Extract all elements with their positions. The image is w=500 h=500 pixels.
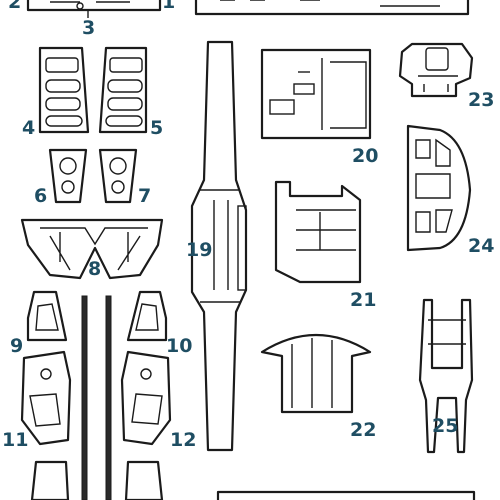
part-bottom-right-panel: [216, 490, 476, 500]
label-part-2: 2: [8, 0, 21, 13]
label-part-20: 20: [352, 145, 378, 167]
part-5-shape: [98, 46, 148, 134]
label-part-5: 5: [150, 117, 163, 139]
label-part-10: 10: [166, 335, 192, 357]
part-6-shape: [48, 148, 88, 204]
label-part-6: 6: [34, 185, 47, 207]
label-part-25: 25: [432, 415, 458, 437]
part-7-shape: [98, 148, 138, 204]
label-part-11: 11: [2, 429, 28, 451]
label-part-7: 7: [138, 185, 151, 207]
part-21-shape: [274, 180, 362, 284]
label-part-4: 4: [22, 117, 35, 139]
part-4-shape: [38, 46, 90, 134]
label-part-21: 21: [350, 289, 376, 311]
part-22-shape: [260, 333, 372, 414]
part-10-shape: [126, 290, 168, 342]
label-part-3: 3: [82, 17, 95, 39]
part-20-shape: [260, 48, 372, 140]
label-part-23: 23: [468, 89, 494, 111]
part-12-shape: [120, 350, 172, 446]
part-24-shape: [406, 124, 472, 252]
part-1-3-top-strip: [26, 0, 162, 18]
label-part-22: 22: [350, 419, 376, 441]
part-11-shape: [20, 350, 72, 446]
label-part-19: 19: [186, 239, 212, 261]
part-23-shape: [398, 42, 474, 98]
label-part-12: 12: [170, 429, 196, 451]
label-part-1: 1: [162, 0, 175, 13]
label-part-8: 8: [88, 258, 101, 280]
part-top-center-panel: [194, 0, 470, 16]
part-8-shape: [20, 218, 164, 280]
part-19-shape: [190, 40, 248, 452]
part-9-shape: [26, 290, 68, 342]
long-rods: [81, 295, 112, 500]
part-25-shape: [418, 298, 474, 454]
label-part-9: 9: [10, 335, 23, 357]
bottom-left-parts: [30, 460, 164, 500]
label-part-24: 24: [468, 235, 494, 257]
